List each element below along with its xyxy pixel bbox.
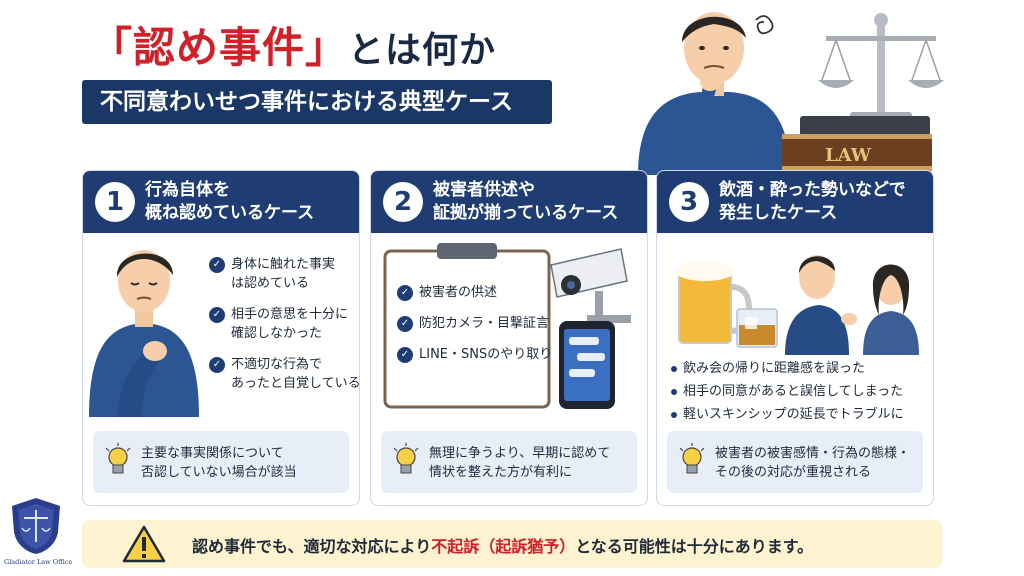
tip-text: 無理に争うより、早期に認めて 情状を整えた方が有利に	[429, 446, 611, 480]
couple-icon	[785, 255, 919, 355]
bullet-icon	[671, 389, 677, 395]
tip-text: 主要な事実関係について 否認していない場合が該当	[141, 446, 297, 480]
check-icon: ✓	[209, 357, 225, 373]
scales-icon	[818, 13, 944, 122]
title-quote-open: 「	[90, 23, 134, 72]
security-camera-icon	[550, 248, 631, 323]
logo-text: Gladiator Law Office	[4, 558, 73, 566]
check-list: ✓身体に触れた事実は認めている ✓相手の意思を十分に確認しなかった ✓不適切な行…	[209, 255, 359, 393]
list-item: ✓不適切な行為であったと自覚している	[209, 355, 359, 393]
card-title-line-2: 概ね認めているケース	[145, 203, 315, 223]
law-book-label: LAW	[825, 145, 872, 166]
highlight-text: 不起訴（起訴猶予）	[431, 537, 576, 556]
case-card-1: 1 行為自体を 概ね認めているケース ✓身体に触れた事実は認めている ✓相手の意…	[82, 170, 360, 506]
smartphone-icon	[559, 321, 615, 409]
card-title-line-1: 行為自体を	[145, 180, 230, 200]
law-office-logo: Gladiator Law Office	[4, 496, 73, 572]
drinking-scene-illustration	[675, 255, 919, 355]
card-title-line-2: 証拠が揃っているケース	[433, 203, 619, 223]
lightbulb-icon	[105, 443, 131, 474]
card-number: 2	[383, 182, 423, 222]
card-title-line-2: 発生したケース	[719, 203, 838, 223]
list-item: ✓LINE・SNSのやり取り	[397, 345, 552, 364]
bullet-icon	[671, 412, 677, 418]
page-title: 「認め事件」とは何か	[90, 14, 496, 75]
clipboard-icon	[383, 243, 551, 409]
check-icon: ✓	[397, 285, 413, 301]
list-item: ✓防犯カメラ・目撃証言	[397, 314, 552, 333]
title-keyword: 認め事件	[133, 23, 306, 72]
check-icon: ✓	[397, 316, 413, 332]
card-number: 3	[669, 182, 709, 222]
list-item: ✓相手の意思を十分に確認しなかった	[209, 305, 359, 343]
card-header: 1 行為自体を 概ね認めているケース	[83, 171, 359, 233]
card-title-line-1: 飲酒・酔った勢いなどで	[719, 180, 906, 200]
list-item: 相手の同意があると誤信してしまった	[669, 380, 904, 403]
case-card-3: 3 飲酒・酔った勢いなどで 発生したケース 飲み会の帰りに距離感を誤った	[656, 170, 934, 506]
case-card-2: 2 被害者供述や 証拠が揃っているケース ✓被害者の供述 ✓防犯カメラ・目撃証言	[370, 170, 648, 506]
card-header: 3 飲酒・酔った勢いなどで 発生したケース	[657, 171, 933, 233]
card-header: 2 被害者供述や 証拠が揃っているケース	[371, 171, 647, 233]
conclusion-text: 認め事件でも、適切な対応により不起訴（起訴猶予）となる可能性は十分にあります。	[192, 537, 814, 556]
list-item: 軽いスキンシップの延長でトラブルに	[669, 403, 904, 426]
bullet-list: 飲み会の帰りに距離感を誤った 相手の同意があると誤信してしまった 軽いスキンシッ…	[669, 357, 904, 426]
warning-icon	[122, 525, 166, 563]
remorseful-man-icon	[89, 250, 199, 417]
title-rest: とは何か	[348, 30, 497, 71]
evidence-illustration	[383, 243, 631, 409]
tip-text: 被害者の被害感情・行為の態様・ その後の対応が重視される	[715, 446, 911, 480]
conclusion-banner: 認め事件でも、適切な対応により不起訴（起訴猶予）となる可能性は十分にあります。	[82, 520, 942, 568]
list-item: 飲み会の帰りに距離感を誤った	[669, 357, 904, 380]
card-number: 1	[95, 182, 135, 222]
title-quote-close: 」	[305, 23, 349, 72]
card-title: 行為自体を 概ね認めているケース	[145, 179, 314, 225]
check-icon: ✓	[397, 347, 413, 363]
tip-box: 無理に争うより、早期に認めて 情状を整えた方が有利に	[381, 431, 637, 493]
lightbulb-icon	[393, 443, 419, 474]
check-icon: ✓	[209, 307, 225, 323]
law-books-icon: LAW	[782, 116, 932, 172]
shield-logo-icon	[12, 498, 60, 554]
thinking-man-icon	[638, 12, 790, 175]
tip-box: 被害者の被害感情・行為の態様・ その後の対応が重視される	[667, 431, 923, 493]
bullet-icon	[671, 366, 677, 372]
lightbulb-icon	[679, 443, 705, 474]
check-icon: ✓	[209, 257, 225, 273]
card-title: 被害者供述や 証拠が揃っているケース	[433, 179, 618, 225]
list-item: ✓身体に触れた事実は認めている	[209, 255, 359, 293]
card-title-line-1: 被害者供述や	[433, 180, 535, 200]
subtitle-banner: 不同意わいせつ事件における典型ケース	[82, 80, 552, 124]
check-list: ✓被害者の供述 ✓防犯カメラ・目撃証言 ✓LINE・SNSのやり取り	[397, 283, 552, 364]
hero-illustration: LAW	[638, 12, 944, 175]
card-title: 飲酒・酔った勢いなどで 発生したケース	[719, 179, 906, 225]
whisky-glass-icon	[736, 308, 778, 348]
list-item: ✓被害者の供述	[397, 283, 552, 302]
tip-box: 主要な事実関係について 否認していない場合が該当	[93, 431, 349, 493]
